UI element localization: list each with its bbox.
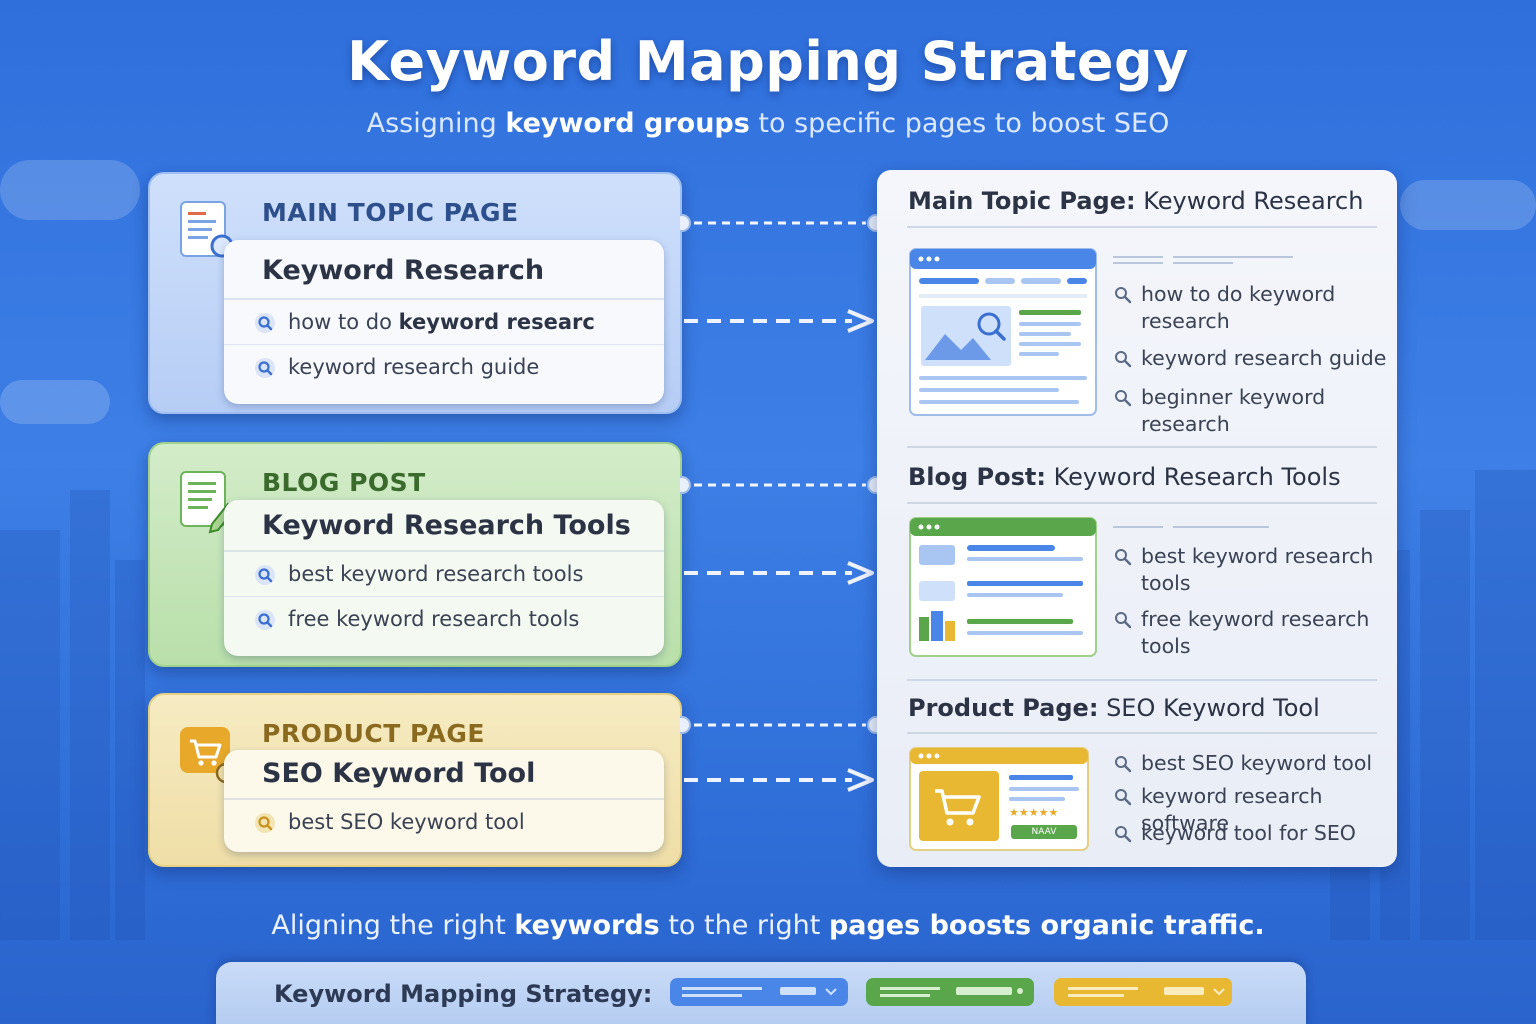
search-icon: [255, 610, 275, 630]
search-icon: [255, 358, 275, 378]
keyword-group-title: Keyword Research: [224, 240, 664, 300]
blog-post-card: BLOG POST Keyword Research Tools best ke…: [148, 442, 682, 667]
keyword-item: how to do keyword researc: [224, 300, 664, 345]
card-label: MAIN TOPIC PAGE: [262, 198, 519, 227]
cart-page-icon: ★★★★★: [909, 747, 1089, 851]
cloud-decoration: [1400, 180, 1536, 230]
mapped-keyword: best SEO keyword tool: [1115, 750, 1411, 777]
divider: [907, 679, 1377, 681]
divider: [907, 732, 1377, 734]
yellow-dropdown[interactable]: [1054, 978, 1232, 1006]
divider: [907, 502, 1377, 504]
search-icon: [1115, 549, 1132, 566]
search-icon: [1115, 612, 1132, 629]
svg-text:★★★★★: ★★★★★: [1009, 806, 1058, 819]
bottom-strategy-bar: Keyword Mapping Strategy:: [216, 962, 1306, 1024]
decorative-lines: [1113, 526, 1269, 528]
decorative-lines: [1113, 256, 1293, 264]
card-label: BLOG POST: [262, 468, 426, 497]
search-icon: [1115, 351, 1132, 368]
arrow-connector: [684, 561, 874, 585]
dotted-connector: [680, 476, 880, 494]
product-thumbnail: ★★★★★ NAAV: [909, 747, 1089, 851]
page-subtitle: Assigning keyword groups to specific pag…: [366, 108, 1170, 139]
main-topic-card: MAIN TOPIC PAGE Keyword Research how to …: [148, 172, 682, 414]
webpage-thumbnail: [909, 517, 1097, 657]
cloud-decoration: [0, 380, 110, 424]
search-icon: [1115, 826, 1132, 843]
green-dropdown[interactable]: [866, 978, 1044, 1006]
page-title: Keyword Mapping Strategy: [347, 30, 1189, 93]
section-heading: Main Topic Page: Keyword Research: [908, 187, 1364, 215]
webpage-thumbnail: [909, 248, 1097, 416]
search-icon: [255, 813, 275, 833]
keyword-group-title: Keyword Research Tools: [224, 500, 664, 552]
keyword-item: free keyword research tools: [224, 597, 664, 642]
keyword-item: best SEO keyword tool: [224, 800, 664, 845]
mapped-keyword: keyword research guide: [1115, 345, 1396, 372]
product-page-card: PRODUCT PAGE SEO Keyword Tool best SEO k…: [148, 693, 682, 867]
mapped-keyword: how to do keyword research: [1115, 281, 1396, 335]
mapped-keyword: keyword research software: [1115, 783, 1411, 837]
mapped-keyword: keyword tool for SEO: [1115, 820, 1411, 847]
keyword-item: best keyword research tools: [224, 552, 664, 597]
arrow-connector: [684, 768, 874, 792]
divider: [907, 446, 1377, 448]
search-icon: [1115, 756, 1132, 773]
keyword-group: Keyword Research Tools best keyword rese…: [224, 500, 664, 656]
bottom-bar-label: Keyword Mapping Strategy:: [274, 980, 653, 1008]
mapped-keyword: free keyword research tools: [1115, 606, 1396, 660]
keyword-group: Keyword Research how to do keyword resea…: [224, 240, 664, 404]
section-heading: Product Page: SEO Keyword Tool: [908, 694, 1320, 722]
keyword-item: keyword research guide: [224, 345, 664, 390]
mapped-keyword: beginner keyword research: [1115, 384, 1396, 438]
search-icon: [1115, 390, 1132, 407]
search-icon: [255, 313, 275, 333]
arrow-connector: [684, 309, 874, 333]
section-heading: Blog Post: Keyword Research Tools: [908, 463, 1341, 491]
product-badge: NAAV: [1011, 825, 1077, 839]
footer-caption: Aligning the right keywords to the right…: [271, 910, 1265, 941]
keyword-group: SEO Keyword Tool best SEO keyword tool: [224, 750, 664, 852]
dotted-connector: [680, 214, 880, 232]
card-label: PRODUCT PAGE: [262, 719, 485, 748]
shopping-cart-icon: [180, 727, 238, 785]
mapping-panel: Main Topic Page: Keyword Research how to…: [877, 170, 1397, 867]
dotted-connector: [680, 716, 880, 734]
cloud-decoration: [0, 160, 140, 220]
search-icon: [1115, 287, 1132, 304]
mapped-keyword: best keyword research tools: [1115, 543, 1396, 597]
search-icon: [1115, 789, 1132, 806]
keyword-group-title: SEO Keyword Tool: [224, 750, 664, 800]
search-icon: [255, 565, 275, 585]
blue-dropdown[interactable]: [670, 978, 848, 1006]
divider: [907, 226, 1377, 228]
